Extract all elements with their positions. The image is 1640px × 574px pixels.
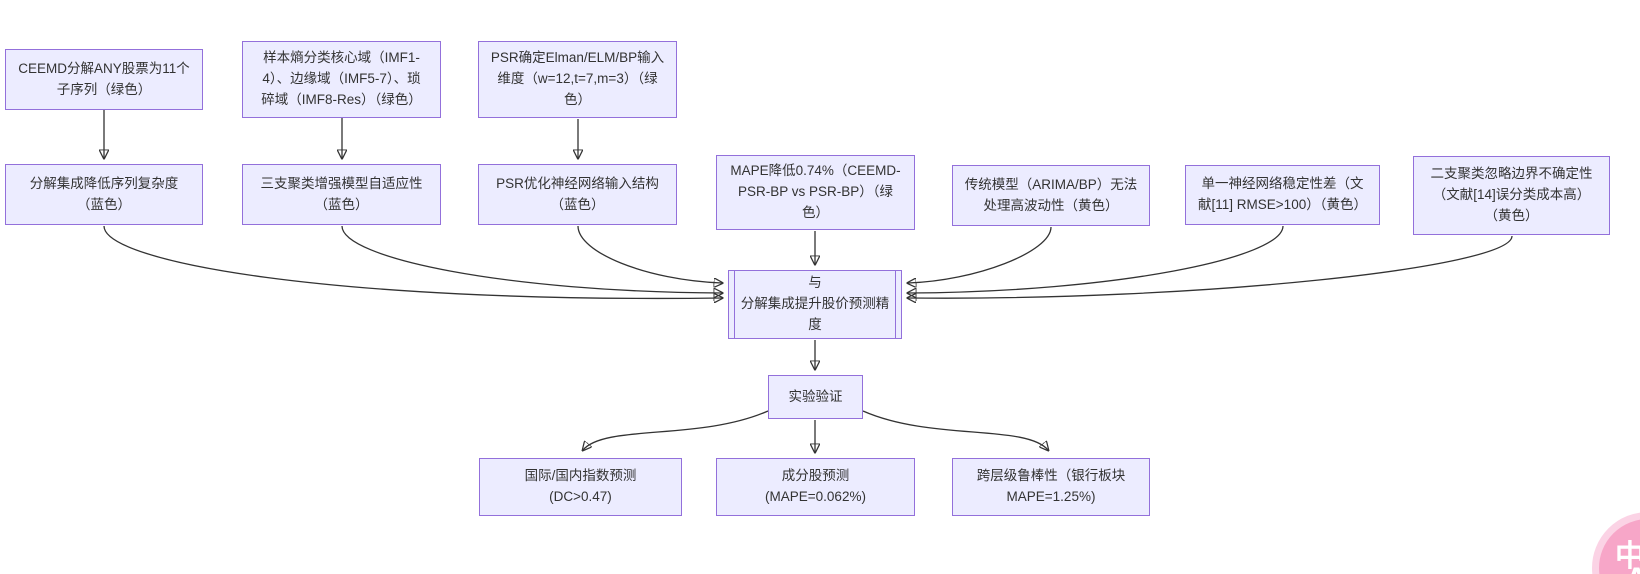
edge-decomp-benefit-to-core [103,225,722,298]
node-label: 二支聚类忽略边界不确定性 （文献[14]误分类成本高） （黄色） [1430,166,1593,223]
node-ceemd-decomposition: CEEMD分解ANY股票为11个 子序列（绿色） [5,49,203,110]
node-index-prediction: 国际/国内指数预测 (DC>0.47) [479,458,682,516]
node-label: 单一神经网络稳定性差（文 献[11] RMSE>100）（黄色） [1198,176,1367,212]
edge-experiment-to-index [583,410,769,450]
node-label: PSR优化神经网络输入结构 （蓝色） [496,175,659,212]
node-constituent-prediction: 成分股预测 (MAPE=0.062%) [716,458,915,516]
translate-a-icon: A [1625,561,1640,574]
translate-zh-icon: 中 [1615,540,1640,573]
node-mape-evidence: MAPE降低0.74%（CEEMD- PSR-BP vs PSR-BP）（绿 色… [716,155,915,230]
node-sample-entropy: 样本熵分类核心域（IMF1- 4）、边缘域（IMF5-7）、琐 碎域（IMF8-… [242,41,441,118]
node-label: 样本熵分类核心域（IMF1- 4）、边缘域（IMF5-7）、琐 碎域（IMF8-… [261,50,422,107]
node-label: 分解集成降低序列复杂度 （蓝色） [29,175,179,212]
node-label: PSR确定Elman/ELM/BP输入 维度（w=12,t=7,m=3）（绿 色… [490,50,665,107]
edge-two-way-to-core [908,235,1513,298]
node-label: 实验验证 [788,388,843,404]
node-label: CEEMD分解ANY股票为11个 子序列（绿色） [18,60,190,97]
node-single-nn-limit: 单一神经网络稳定性差（文 献[11] RMSE>100）（黄色） [1185,165,1380,225]
node-decomposition-benefit: 分解集成降低序列复杂度 （蓝色） [5,164,203,225]
edge-traditional-to-core [908,226,1052,283]
node-psr-dimension: PSR确定Elman/ELM/BP输入 维度（w=12,t=7,m=3）（绿 色… [478,41,677,118]
node-label: 国际/国内指数预测 (DC>0.47) [524,468,637,504]
node-label: 传统模型（ARIMA/BP）无法 处理高波动性（黄色） [964,176,1138,213]
edge-experiment-to-robustness [862,410,1048,450]
node-psr-benefit: PSR优化神经网络输入结构 （蓝色） [478,164,677,225]
node-experiment-validation: 实验验证 [768,375,863,419]
node-core-thesis: 核心论点：融合三支聚类与 分解集成提升股价预测精度 （红色） [728,270,902,339]
node-label: 核心论点：融合三支聚类与 分解集成提升股价预测精度 （红色） [740,275,890,338]
node-label: 跨层级鲁棒性（银行板块 MAPE=1.25%) [976,468,1126,504]
node-label: 三支聚类增强模型自适应性 （蓝色） [260,175,423,212]
node-three-way-clustering-benefit: 三支聚类增强模型自适应性 （蓝色） [242,164,441,225]
node-label: MAPE降低0.74%（CEEMD- PSR-BP vs PSR-BP）（绿 色… [730,163,901,220]
node-two-way-clustering-limit: 二支聚类忽略边界不确定性 （文献[14]误分类成本高） （黄色） [1413,156,1610,235]
edge-single-nn-to-core [908,225,1284,293]
edge-psr-benefit-to-core [577,225,722,283]
node-label: 成分股预测 (MAPE=0.062%) [765,468,866,504]
edge-cluster-benefit-to-core [341,225,722,293]
node-cross-level-robustness: 跨层级鲁棒性（银行板块 MAPE=1.25%) [952,458,1150,516]
node-traditional-model-limit: 传统模型（ARIMA/BP）无法 处理高波动性（黄色） [952,165,1150,226]
